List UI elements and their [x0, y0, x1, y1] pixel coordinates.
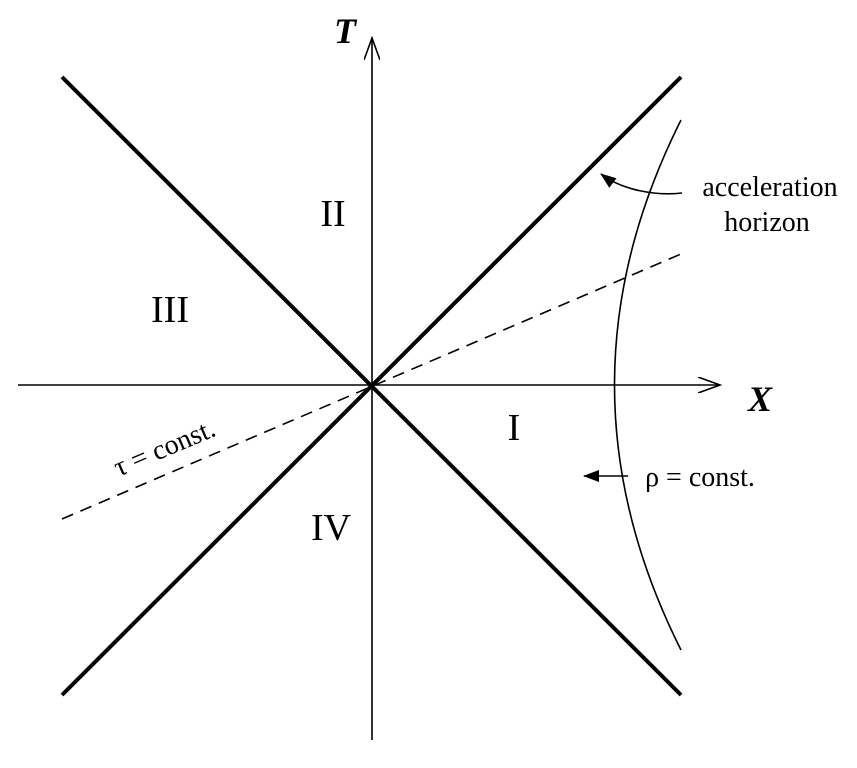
region-label-3: III	[151, 289, 189, 331]
tau-const-label: τ = const.	[109, 413, 220, 483]
acceleration-horizon-label-line1: acceleration	[702, 172, 837, 203]
acceleration-horizon-label-line2: horizon	[724, 207, 810, 238]
horizon-pointer-arrow	[600, 173, 683, 195]
region-label-2: II	[320, 193, 345, 235]
t-axis-label: T	[334, 11, 358, 51]
region-label-1: I	[508, 407, 521, 449]
horizon-diagonal-falling	[60, 75, 683, 697]
x-axis-label: X	[747, 379, 773, 419]
region-label-4: IV	[311, 507, 352, 549]
rho-const-hyperbola	[613, 119, 682, 651]
tau-const-line	[61, 253, 682, 520]
rho-const-label: ρ = const.	[645, 462, 755, 493]
